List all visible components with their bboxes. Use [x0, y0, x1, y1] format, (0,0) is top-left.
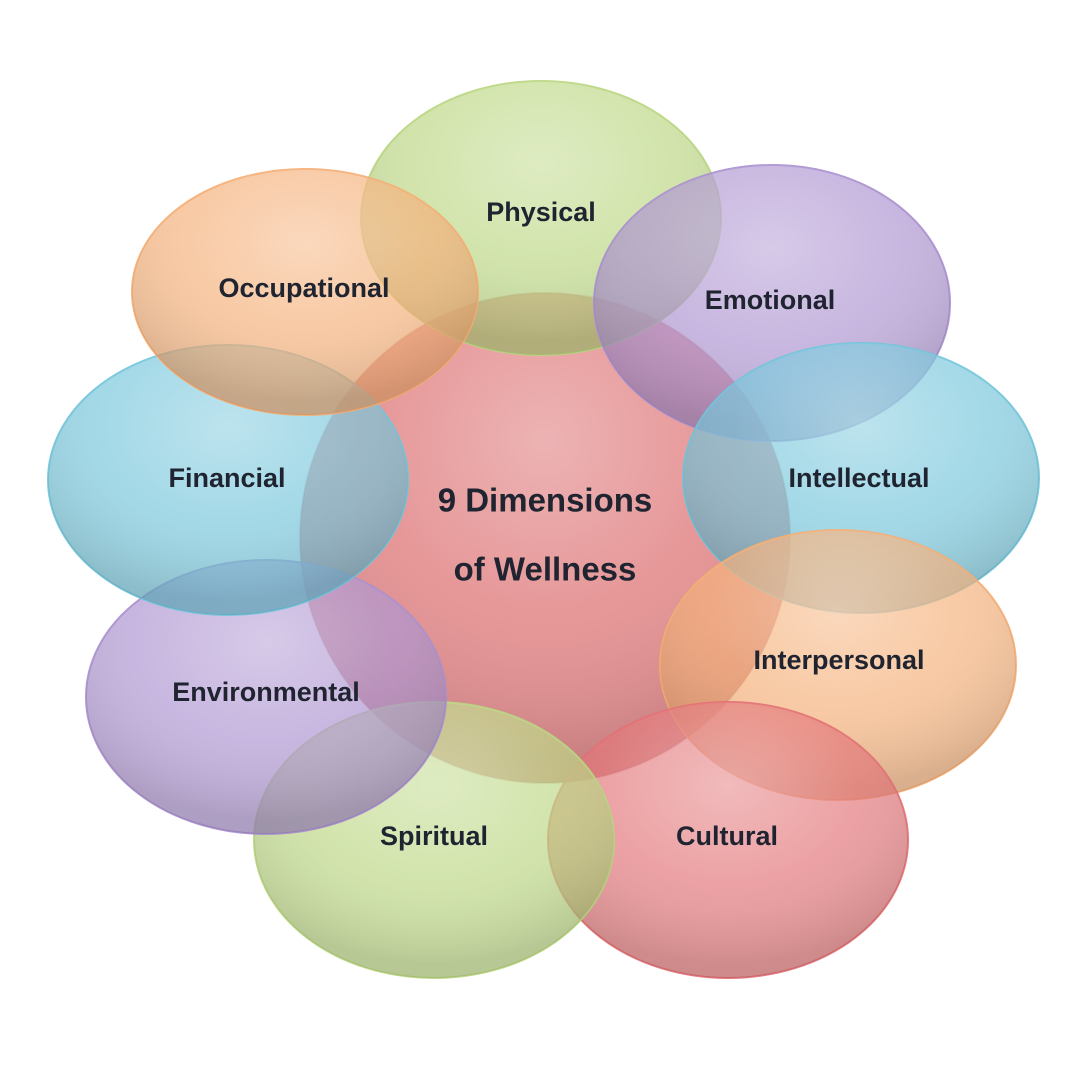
- center-title-line1: 9 Dimensions: [438, 482, 653, 519]
- center-title-line2: of Wellness: [454, 551, 637, 588]
- label-interpersonal: Interpersonal: [753, 645, 924, 675]
- label-environmental: Environmental: [172, 677, 360, 707]
- label-spiritual: Spiritual: [380, 821, 488, 851]
- label-cultural: Cultural: [676, 821, 778, 851]
- label-physical: Physical: [486, 197, 596, 227]
- label-emotional: Emotional: [705, 285, 836, 315]
- ellipse-shine-cultural: [548, 702, 908, 978]
- ellipse-shine-occupational: [132, 169, 478, 415]
- label-financial: Financial: [168, 463, 285, 493]
- dimension-ellipses: [47, 80, 1040, 979]
- dimension-labels: Physical Emotional Intellectual Interper…: [168, 197, 929, 851]
- ellipse-shine-environmental: [86, 560, 446, 834]
- label-intellectual: Intellectual: [788, 463, 929, 493]
- label-occupational: Occupational: [218, 273, 389, 303]
